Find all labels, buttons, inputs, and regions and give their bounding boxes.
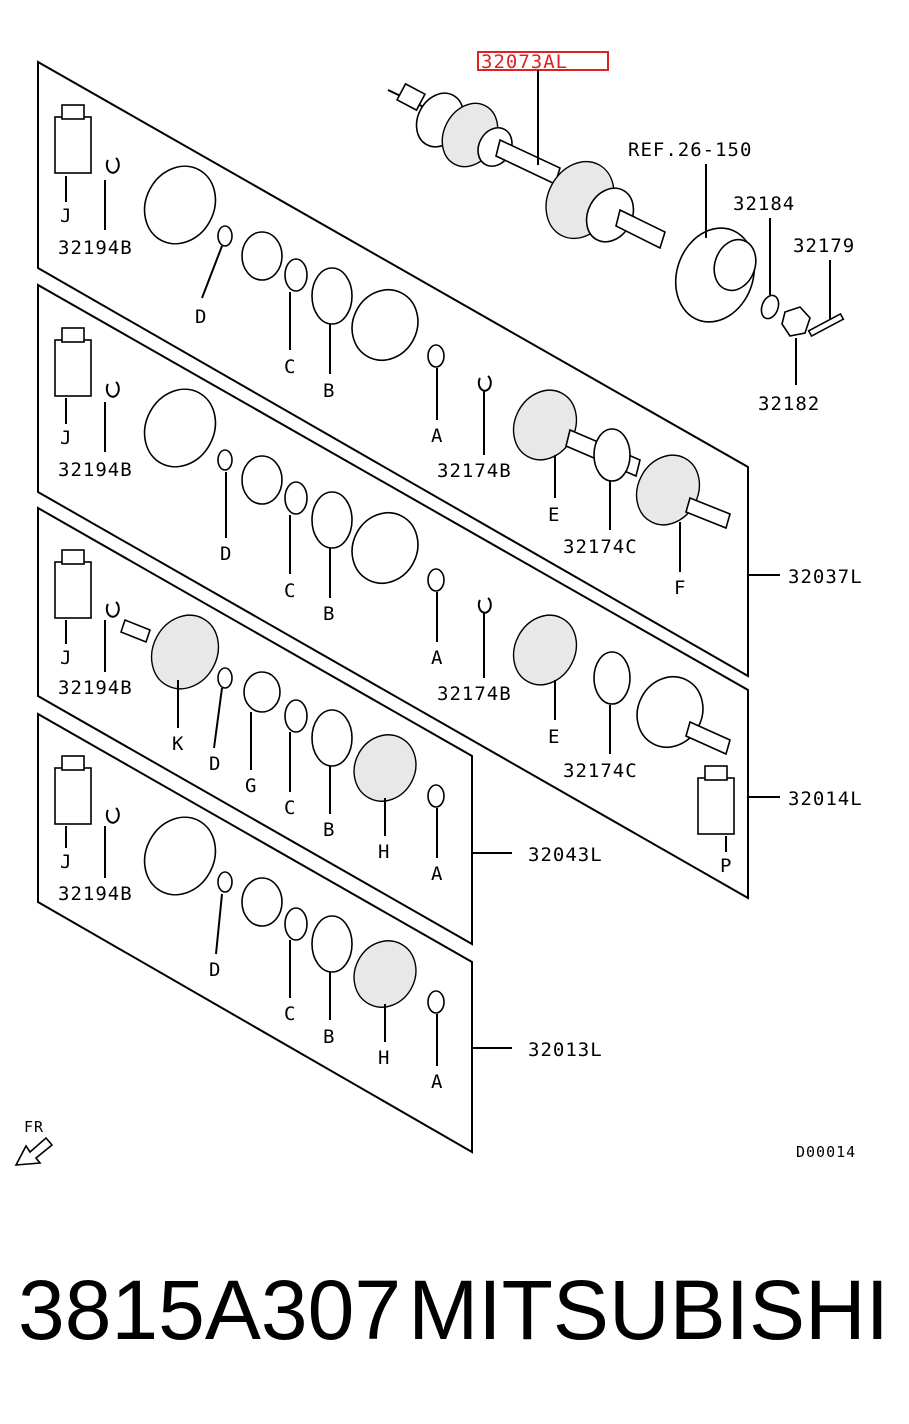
drawing-code: D00014 [796,1143,856,1161]
label-32194B-2: 32194B [58,459,133,481]
label-32174B: 32174B [437,460,512,482]
label-C-4: C [284,1003,296,1025]
label-A-3: A [431,863,443,885]
label-J-4: J [60,851,72,873]
label-32194B-4: 32194B [58,883,133,905]
panel-2-parts [54,327,735,835]
label-A-2: A [431,647,443,669]
part-number: 3815A307 [18,1263,402,1357]
outer-joint-icon [477,375,731,530]
front-arrow-icon [14,1136,54,1166]
ref-label: REF.26-150 [628,139,752,161]
label-A: A [431,425,443,447]
label-32174C: 32174C [563,536,638,558]
label-C-3: C [284,797,296,819]
cotter-pin-icon [807,312,845,338]
label-32013L: 32013L [528,1039,603,1061]
panel-3-parts [54,549,445,808]
label-32184: 32184 [733,193,795,215]
panel-1-frame [37,60,749,678]
highlight-box [477,51,609,71]
label-32194B-3: 32194B [58,677,133,699]
label-D: D [195,306,207,328]
label-D-2: D [220,543,232,565]
wheel-hub-icon [674,227,757,323]
panel-1-parts [54,104,445,368]
label-32182: 32182 [758,393,820,415]
label-32174B-2: 32174B [437,683,512,705]
label-B-3: B [323,819,335,841]
panel-4-parts [54,755,445,1014]
label-C: C [284,356,296,378]
label-F: F [674,577,686,599]
label-K: K [172,733,184,755]
label-32037L: 32037L [788,566,863,588]
label-32194B: 32194B [58,237,133,259]
label-J-2: J [60,427,72,449]
label-J: J [60,205,72,227]
label-P: P [720,855,732,877]
label-G: G [245,775,257,797]
label-E: E [548,504,560,526]
label-E-2: E [548,726,560,748]
label-D-3: D [209,753,221,775]
label-B-2: B [323,603,335,625]
label-B: B [323,380,335,402]
label-32179: 32179 [793,235,855,257]
hub-nut-icon [781,306,811,337]
label-J-3: J [60,647,72,669]
washer-icon [760,294,780,320]
panel-4-frame [37,712,473,1154]
panel-3-frame [37,506,473,946]
panel-2-frame [37,283,749,900]
fr-label: FR [24,1118,44,1136]
footer: 3815A307 MITSUBISHI [0,1262,909,1372]
label-H-2: H [378,1047,390,1069]
driveshaft-assembly-icon [387,82,666,250]
label-A-4: A [431,1071,443,1093]
label-32014L: 32014L [788,788,863,810]
brand-name: MITSUBISHI [408,1263,889,1357]
label-C-2: C [284,580,296,602]
label-32073AL: 32073AL [481,51,568,73]
label-32174C-2: 32174C [563,760,638,782]
label-32043L: 32043L [528,844,603,866]
label-H: H [378,841,390,863]
label-B-4: B [323,1026,335,1048]
label-D-4: D [209,959,221,981]
